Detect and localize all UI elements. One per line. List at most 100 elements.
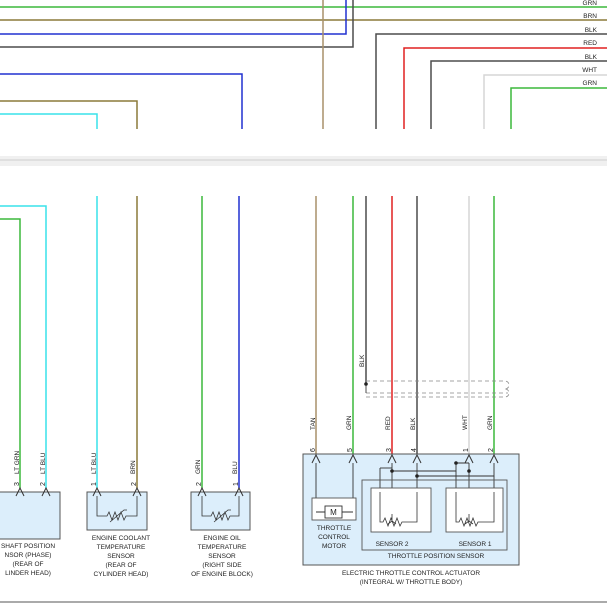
bottom-section-wires <box>0 196 495 488</box>
wire-top-blk-3 <box>430 60 607 129</box>
wire-top-ltblu <box>0 113 98 129</box>
wire-top-grn-2 <box>510 87 607 129</box>
throttle-pin-4: 4 <box>411 448 418 452</box>
oil-caption-1: ENGINE OIL <box>203 535 241 542</box>
wire-label-lt-blu-2: LT BLU <box>91 452 98 474</box>
wire-camshaft-ltgrn <box>0 218 21 488</box>
wire-top-wht <box>483 74 607 129</box>
throttle-pin-3-terminal <box>387 453 397 464</box>
wire-tag-brn: BRN <box>583 13 597 20</box>
sensor1-label: SENSOR 1 <box>459 541 492 548</box>
oil-sensor-box <box>190 491 251 531</box>
wire-tag-wht: WHT <box>582 67 597 74</box>
wire-top-red <box>403 47 607 129</box>
oil-thermistor-symbol <box>201 496 240 523</box>
wire-label-grn-2: GRN <box>487 415 494 430</box>
coolant-thermistor-symbol <box>96 496 138 523</box>
tps-label: THROTTLE POSITION SENSOR <box>388 553 485 560</box>
junction-dot-4 <box>467 469 471 473</box>
tps-ground-wire <box>416 463 495 477</box>
wire-label-red: RED <box>385 416 392 430</box>
wire-label-blu-oil: BLU <box>232 461 239 474</box>
throttle-pin-4-terminal <box>412 453 422 464</box>
wire-tag-grn-2: GRN <box>583 80 598 87</box>
oil-caption-3: SENSOR <box>208 553 236 560</box>
wire-label-lt-grn: LT GRN <box>14 450 21 474</box>
coolant-pin-1-terminal <box>92 486 102 497</box>
coolant-temp-sensor: 1 2 ENGINE COOLANT TEMPERATURE SENSOR (R… <box>86 482 150 578</box>
oil-caption-5: OF ENGINE BLOCK) <box>191 571 253 578</box>
oil-pin-1: 1 <box>233 482 240 486</box>
coolant-caption-1: ENGINE COOLANT <box>92 535 150 542</box>
camshaft-caption-3: (REAR OF <box>12 561 43 568</box>
motor-caption-3: MOTOR <box>322 543 346 550</box>
coolant-pin-2: 2 <box>131 482 138 486</box>
camshaft-sensor: 3 2 SHAFT POSITION NSOR (PHASE) (REAR OF… <box>0 482 61 577</box>
wire-top-blu-2 <box>0 73 243 129</box>
junction-dot-1 <box>390 469 394 473</box>
camshaft-pin-2-terminal <box>41 486 51 497</box>
motor-caption-2: CONTROL <box>318 534 350 541</box>
sensor2-label: SENSOR 2 <box>376 541 409 548</box>
coolant-caption-4: (REAR OF <box>105 562 136 569</box>
section-divider <box>0 156 607 166</box>
camshaft-pin-3: 3 <box>14 482 21 486</box>
throttle-actuator: 6 5 3 4 1 2 <box>302 448 520 586</box>
wire-top-blk-2 <box>375 33 607 129</box>
wire-labels: LT GRN LT BLU LT BLU BRN GRN BLU TAN GRN… <box>14 354 494 474</box>
etc-caption-1: ELECTRIC THROTTLE CONTROL ACTUATOR <box>342 570 480 577</box>
wire-label-blk-shield: BLK <box>359 354 366 367</box>
camshaft-caption-1: SHAFT POSITION <box>1 543 55 550</box>
etc-caption-2: (INTEGRAL W/ THROTTLE BODY) <box>360 579 463 586</box>
coolant-caption-2: TEMPERATURE <box>97 544 146 551</box>
wire-label-lt-blu-1: LT BLU <box>40 452 47 474</box>
sensor2-resistor <box>379 492 418 528</box>
camshaft-sensor-box <box>0 491 61 540</box>
throttle-pin-2: 2 <box>488 448 495 452</box>
oil-caption-2: TEMPERATURE <box>198 544 247 551</box>
camshaft-caption-4: LINDER HEAD) <box>5 570 51 577</box>
wire-tag-red: RED <box>583 40 597 47</box>
oil-temp-sensor: 2 1 ENGINE OIL TEMPERATURE SENSOR (RIGHT… <box>190 482 253 578</box>
throttle-pin-1: 1 <box>463 448 470 452</box>
wire-label-blk-4: BLK <box>410 417 417 430</box>
wire-label-wht: WHT <box>462 415 469 430</box>
oil-caption-4: (RIGHT SIDE <box>202 562 242 569</box>
coolant-caption-5: CYLINDER HEAD) <box>94 571 149 578</box>
coolant-pin-2-terminal <box>132 486 142 497</box>
shield-outline-bottom <box>366 388 510 398</box>
motor-symbol-body <box>324 505 343 519</box>
coolant-sensor-box <box>86 491 148 531</box>
throttle-motor: M THROTTLE CONTROL MOTOR <box>311 497 357 550</box>
wire-label-tan: TAN <box>310 417 317 430</box>
wire-tag-blk-2: BLK <box>585 54 598 61</box>
wire-top-brn-2 <box>0 100 138 129</box>
oil-pin-1-terminal <box>234 486 244 497</box>
camshaft-pin-3-terminal <box>15 486 25 497</box>
camshaft-caption-2: NSOR (PHASE) <box>5 552 52 559</box>
wire-tag-grn-1: GRN <box>583 0 598 7</box>
throttle-pin-3: 3 <box>386 448 393 452</box>
wire-shield <box>365 380 510 398</box>
motor-symbol-label: M <box>330 508 337 517</box>
junction-dot-2 <box>415 474 419 478</box>
throttle-position-sensor: SENSOR 2 SENSOR 1 THROTTLE POSITION SENS… <box>361 479 508 560</box>
wire-label-grn-5: GRN <box>346 415 353 430</box>
coolant-caption-3: SENSOR <box>107 553 135 560</box>
motor-caption-1: THROTTLE <box>317 525 352 532</box>
oil-pin-2: 2 <box>196 482 203 486</box>
top-section-wires <box>0 0 607 129</box>
wire-tags: GRN BRN BLK RED BLK WHT GRN <box>582 0 597 87</box>
shield-outline-top <box>366 380 510 390</box>
throttle-pin-6: 6 <box>310 448 317 452</box>
oil-pin-2-terminal <box>197 486 207 497</box>
throttle-pin-1-terminal <box>464 453 474 464</box>
junction-dot-3 <box>454 461 458 465</box>
wire-label-grn-oil: GRN <box>195 459 202 474</box>
throttle-pin-terminals <box>311 453 499 464</box>
throttle-pin-2-terminal <box>489 453 499 464</box>
camshaft-pin-2: 2 <box>40 482 47 486</box>
shield-junction-dot <box>364 382 368 386</box>
wire-camshaft-ltblu <box>0 205 47 488</box>
